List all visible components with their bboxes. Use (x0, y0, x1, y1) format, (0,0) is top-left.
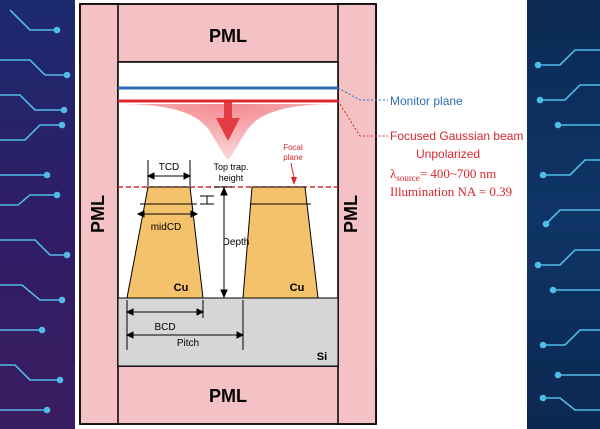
bcd-dimension (125, 300, 205, 350)
beam-direction-arrow (216, 102, 240, 141)
tcd-label: TCD (159, 162, 180, 173)
circuit-decoration-left (0, 9, 71, 414)
top-trap-label-line1: Top trap. (213, 162, 248, 172)
beam-title-label: Focused Gaussian beam (390, 129, 523, 143)
midcd-dimension (136, 210, 199, 218)
circuit-decoration-right (534, 49, 600, 411)
monitor-plane-label: Monitor plane (390, 94, 463, 108)
cu-left-label: Cu (174, 282, 189, 294)
midcd-label: midCD (151, 222, 182, 233)
pitch-label: Pitch (177, 338, 199, 349)
depth-dimension (214, 186, 232, 299)
pml-right-label: PML (341, 195, 361, 233)
beam-polarization-label: Unpolarized (416, 147, 480, 161)
focal-plane-label-line2: plane (283, 153, 303, 162)
beam-leader-line (337, 100, 388, 137)
wavelength-label: λsource= 400~700 nm (390, 166, 496, 183)
top-trap-height-dimension (200, 195, 214, 205)
simulation-domain (79, 3, 377, 425)
si-label: Si (317, 351, 327, 363)
copper-line-left (126, 186, 204, 299)
pitch-dimension (125, 300, 245, 350)
lambda-value: = 400~700 nm (420, 166, 496, 181)
si-substrate (117, 297, 339, 367)
focal-plane-pointer (290, 162, 295, 179)
pml-top-label: PML (209, 26, 247, 46)
lambda-subscript: source (396, 173, 420, 183)
focal-plane-label-line1: Focal (283, 143, 303, 152)
tcd-dimension (146, 160, 192, 186)
pml-left-region (79, 3, 119, 425)
copper-line-right (242, 186, 319, 299)
top-trap-label-line2: height (219, 173, 244, 183)
monitor-leader-line (337, 87, 388, 101)
pml-top-region (79, 3, 377, 63)
illumination-na-label: Illumination NA = 0.39 (390, 184, 512, 199)
cu-right-label: Cu (290, 282, 305, 294)
pml-bottom-label: PML (209, 386, 247, 406)
bcd-label: BCD (154, 322, 175, 333)
depth-label: Depth (223, 237, 250, 248)
lambda-symbol: λ (390, 166, 397, 181)
pml-left-label: PML (88, 195, 108, 233)
